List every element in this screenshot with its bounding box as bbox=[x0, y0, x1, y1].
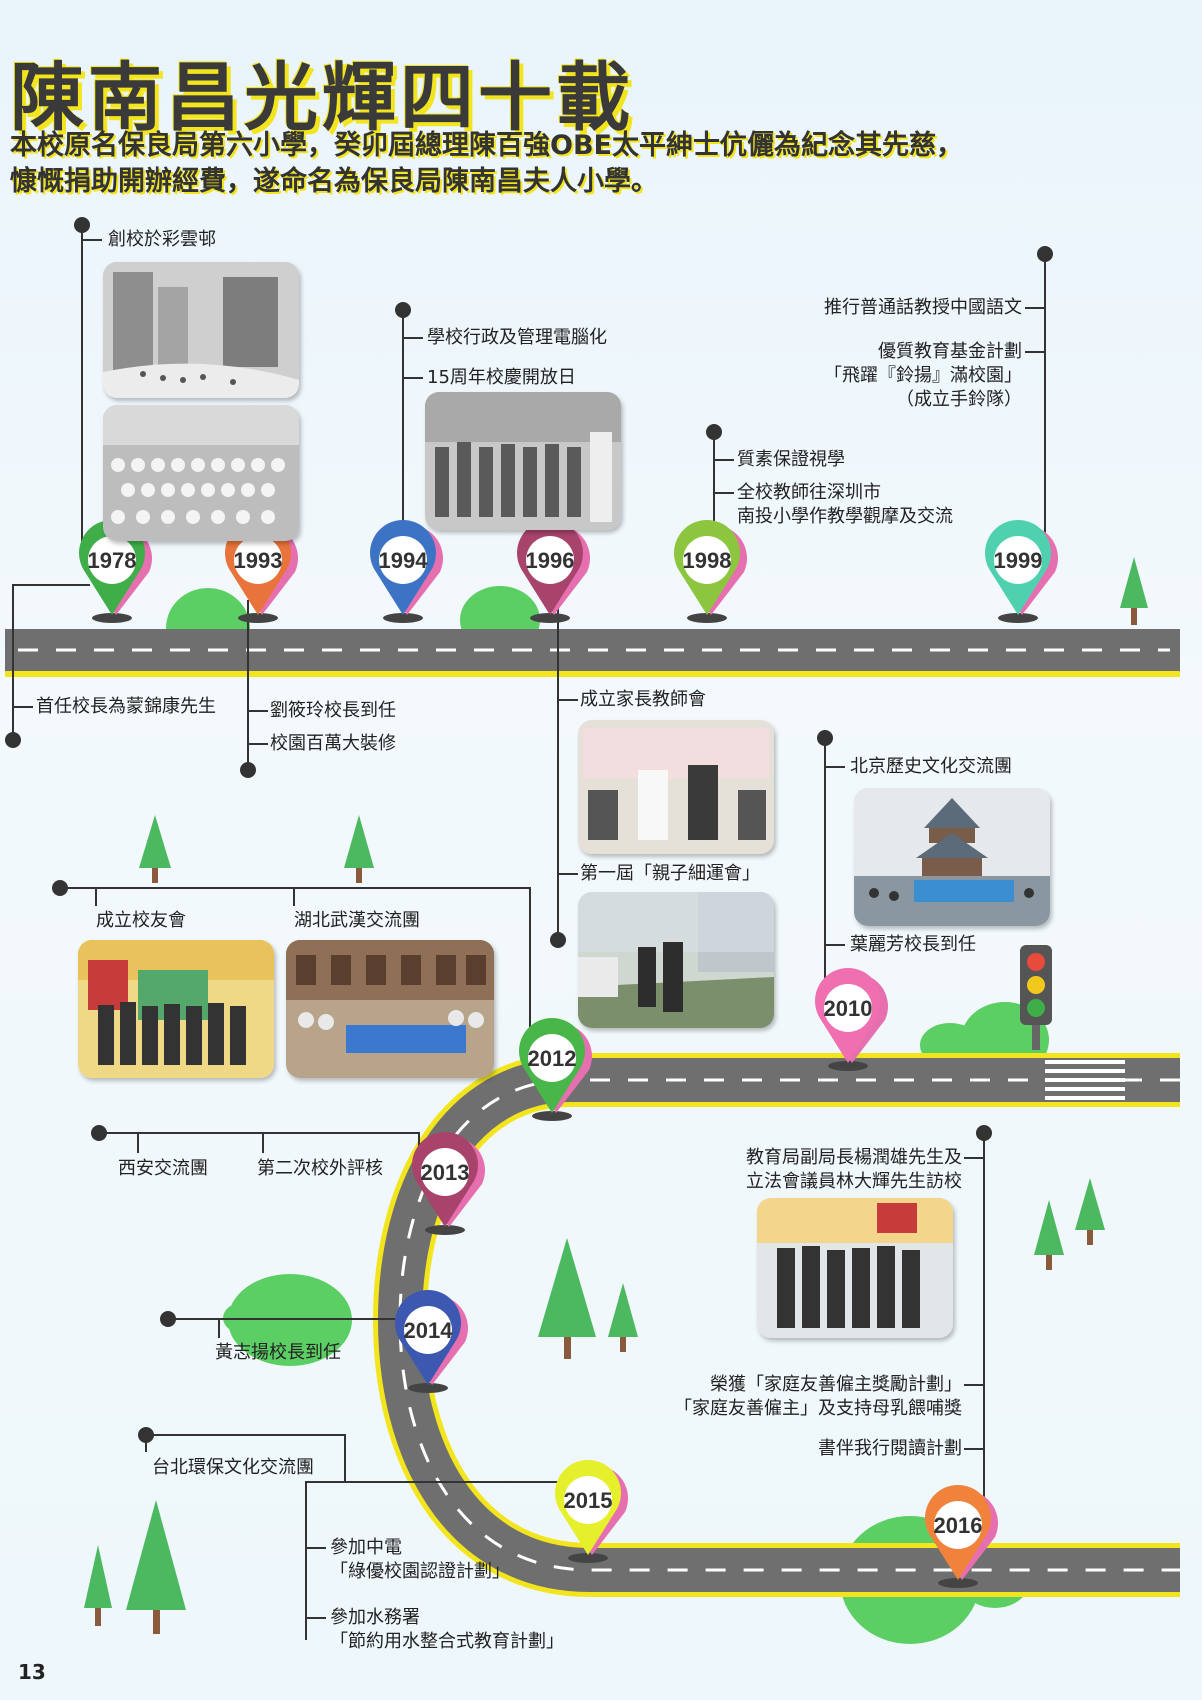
event-2016-award-line1: 榮獲「家庭友善僱主獎勵計劃」 bbox=[710, 1374, 962, 1395]
event-2016-visit-line1: 教育局副局長楊潤雄先生及 bbox=[746, 1147, 962, 1168]
event-1999-qef-line3: （成立手鈴隊） bbox=[896, 389, 1022, 410]
pin-2012: 2012 bbox=[519, 1018, 592, 1121]
photo-1978-estate bbox=[103, 262, 299, 398]
event-1978-founded: 創校於彩雲邨 bbox=[108, 229, 216, 250]
event-2015-clp-line1: 參加中電 bbox=[330, 1537, 402, 1558]
photo-1996-pta bbox=[578, 720, 774, 854]
event-1996-sports-day: 第一屆「親子細運會」 bbox=[580, 863, 760, 884]
zebra-crossing bbox=[1045, 1060, 1125, 1100]
pin-year-label: 1994 bbox=[379, 548, 429, 573]
connector-dots bbox=[5, 217, 1053, 1443]
pin-year-label: 1998 bbox=[683, 548, 732, 573]
photo-1978-students bbox=[103, 405, 299, 541]
event-1994-computerization: 學校行政及管理電腦化 bbox=[427, 327, 607, 348]
intro-line: 慷慨捐助開辦經費，遂命名為保良局陳南昌夫人小學。 bbox=[10, 166, 658, 197]
pin-2015: 2015 bbox=[555, 1460, 628, 1563]
event-2013-xian: 西安交流團 bbox=[118, 1158, 208, 1179]
pin-1993: 1993 bbox=[225, 520, 298, 623]
pin-year-label: 2010 bbox=[824, 996, 873, 1021]
event-2016-reading: 書伴我行閱讀計劃 bbox=[818, 1438, 962, 1459]
pin-year-label: 1999 bbox=[994, 548, 1043, 573]
event-1996-pta: 成立家長教師會 bbox=[580, 689, 706, 710]
photo-2016-visit bbox=[757, 1198, 953, 1338]
connector-lines bbox=[12, 225, 1046, 1640]
pin-1996: 1996 bbox=[517, 520, 590, 623]
photo-1994-openday bbox=[425, 392, 621, 530]
event-1999-qef-line1: 優質教育基金計劃 bbox=[878, 341, 1022, 362]
tree bbox=[139, 815, 171, 883]
event-1999-qef-line2: 「飛躍『鈴揚』滿校園」 bbox=[824, 365, 1022, 386]
event-2010-principal: 葉麗芳校長到任 bbox=[850, 934, 976, 955]
tree bbox=[84, 1545, 112, 1626]
event-2016-visit-line2: 立法會議員林大輝先生訪校 bbox=[746, 1171, 962, 1192]
event-1999-putonghua: 推行普通話教授中國語文 bbox=[824, 297, 1022, 318]
pin-year-label: 1996 bbox=[526, 548, 575, 573]
intro-paragraph: 本校原名保良局第六小學，癸卯屆總理陳百強OBE太平紳士伉儷為紀念其先慈， 慷慨捐… bbox=[10, 128, 1150, 200]
pin-2014: 2014 bbox=[395, 1290, 469, 1393]
event-1998-qa: 質素保證視學 bbox=[737, 449, 845, 470]
photo-1996-sports bbox=[578, 892, 774, 1028]
year-pins: 1978 1993 1994 1996 1998 1999 2010 2012 2013 2014… bbox=[79, 520, 1058, 1588]
event-2015-taipei: 台北環保文化交流團 bbox=[152, 1457, 314, 1478]
event-2016-award-line2: 「家庭友善僱主」及支持母乳餵哺獎 bbox=[674, 1398, 962, 1419]
pin-2016: 2016 bbox=[925, 1485, 998, 1588]
event-1993-renovation: 校園百萬大裝修 bbox=[270, 733, 396, 754]
event-2012-alumni: 成立校友會 bbox=[96, 910, 186, 931]
page-number: 13 bbox=[18, 1660, 46, 1684]
event-2014-principal: 黃志揚校長到任 bbox=[215, 1342, 341, 1363]
pin-year-label: 1993 bbox=[234, 548, 283, 573]
pin-1994: 1994 bbox=[370, 520, 443, 623]
pin-year-label: 2012 bbox=[528, 1046, 577, 1071]
event-1994-openday: 15周年校慶開放日 bbox=[427, 367, 576, 388]
tree bbox=[1034, 1200, 1064, 1270]
event-2012-hubei: 湖北武漢交流團 bbox=[294, 910, 420, 931]
pin-year-label: 2013 bbox=[421, 1160, 470, 1185]
event-1998-shenzhen-line2: 南投小學作教學觀摩及交流 bbox=[737, 506, 953, 527]
event-2013-review: 第二次校外評核 bbox=[257, 1158, 383, 1179]
pin-year-label: 1978 bbox=[88, 548, 137, 573]
pin-1978: 1978 bbox=[79, 520, 152, 623]
tree bbox=[1075, 1178, 1105, 1245]
photo-2012-alumni bbox=[78, 940, 274, 1078]
intro-line: 本校原名保良局第六小學，癸卯屆總理陳百強OBE太平紳士伉儷為紀念其先慈， bbox=[10, 130, 963, 161]
event-2015-wsd-line1: 參加水務署 bbox=[330, 1607, 420, 1628]
tree bbox=[126, 1500, 186, 1634]
event-1998-shenzhen-line1: 全校教師往深圳市 bbox=[737, 482, 881, 503]
pin-year-label: 2016 bbox=[934, 1513, 983, 1538]
photo-2012-hubei bbox=[286, 940, 494, 1078]
page-title: 陳南昌光輝四十載 bbox=[10, 55, 634, 141]
event-2010-beijing: 北京歷史文化交流團 bbox=[850, 756, 1012, 777]
tree bbox=[538, 1238, 596, 1359]
pin-1998: 1998 bbox=[674, 520, 747, 623]
pin-year-label: 2015 bbox=[564, 1488, 613, 1513]
pin-1999: 1999 bbox=[985, 520, 1058, 623]
road-upper bbox=[5, 629, 1180, 677]
tree bbox=[344, 815, 374, 883]
photo-2010-beijing bbox=[854, 788, 1050, 926]
event-1978-first-principal: 首任校長為蒙錦康先生 bbox=[36, 696, 216, 717]
pin-2010: 2010 bbox=[814, 968, 888, 1071]
tree bbox=[1120, 557, 1148, 625]
event-1993-principal: 劉筱玲校長到任 bbox=[270, 700, 396, 721]
pin-2013: 2013 bbox=[412, 1132, 486, 1235]
trees bbox=[84, 557, 1148, 1634]
event-2015-clp-line2: 「綠優校園認證計劃」 bbox=[330, 1561, 510, 1582]
pin-year-label: 2014 bbox=[404, 1318, 454, 1343]
event-2015-wsd-line2: 「節約用水整合式教育計劃」 bbox=[330, 1631, 564, 1652]
traffic-light-icon bbox=[1020, 945, 1052, 1050]
tree bbox=[608, 1283, 638, 1352]
